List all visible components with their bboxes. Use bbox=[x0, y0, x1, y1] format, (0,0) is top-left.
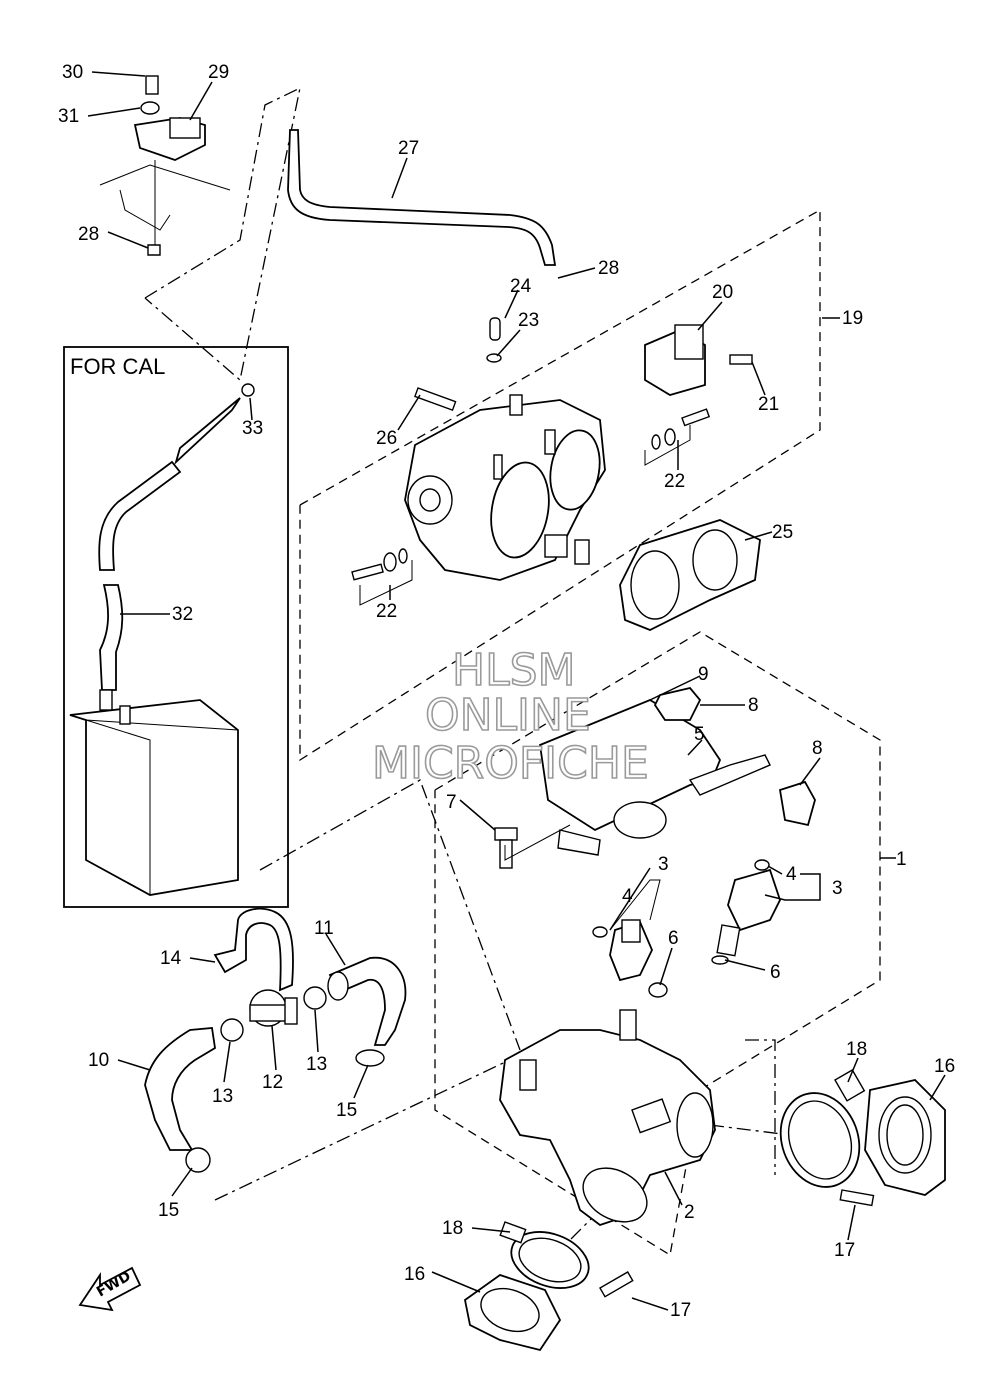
callout-28: 28 bbox=[78, 224, 99, 245]
callout-33: 33 bbox=[242, 418, 263, 439]
callout-22: 22 bbox=[376, 601, 397, 622]
callout-8: 8 bbox=[748, 695, 759, 716]
callout-11: 11 bbox=[314, 918, 334, 939]
elbow-hose-11 bbox=[327, 956, 407, 1046]
callout-31: 31 bbox=[58, 106, 79, 127]
callout-16: 16 bbox=[934, 1056, 955, 1077]
callout-14: 14 bbox=[160, 948, 182, 969]
callout-10: 10 bbox=[88, 1050, 109, 1071]
bolt-26 bbox=[414, 387, 457, 412]
intake-manifold bbox=[499, 1009, 716, 1227]
fuel-rail bbox=[494, 698, 771, 869]
sensor-20 bbox=[644, 324, 753, 396]
bolt-30 bbox=[145, 75, 159, 95]
callout-7: 7 bbox=[446, 792, 457, 813]
callout-30: 30 bbox=[62, 62, 83, 83]
callout-25: 25 bbox=[772, 522, 793, 543]
throttle-body bbox=[404, 394, 606, 581]
watermark: HLSM ONLINE MICROFICHE bbox=[371, 644, 649, 790]
callout-2: 2 bbox=[684, 1202, 695, 1223]
callout-3: 3 bbox=[658, 854, 669, 875]
callout-28: 28 bbox=[598, 258, 619, 279]
watermark-line-2: ONLINE bbox=[425, 690, 591, 741]
fwd-arrow: FWD bbox=[78, 1266, 142, 1312]
callout-6: 6 bbox=[770, 962, 781, 983]
callout-6: 6 bbox=[668, 928, 679, 949]
callout-8: 8 bbox=[812, 738, 823, 759]
for-cal-title: FOR CAL bbox=[70, 354, 165, 379]
callout-3: 3 bbox=[832, 878, 843, 899]
callout-9: 9 bbox=[698, 664, 709, 685]
callout-19: 19 bbox=[842, 308, 863, 329]
clamp-8-right bbox=[778, 780, 816, 827]
callout-17: 17 bbox=[670, 1300, 691, 1321]
callout-5: 5 bbox=[694, 724, 705, 745]
watermark-line-3: MICROFICHE bbox=[372, 738, 649, 789]
clamp-18-bottom bbox=[499, 1221, 590, 1289]
gasket-25 bbox=[619, 519, 761, 631]
callout-16: 16 bbox=[404, 1264, 425, 1285]
callout-15: 15 bbox=[336, 1100, 357, 1121]
callout-17: 17 bbox=[834, 1240, 855, 1261]
clips-13-15 bbox=[185, 986, 385, 1173]
callout-20: 20 bbox=[712, 282, 733, 303]
clamp-18-right bbox=[779, 1069, 866, 1188]
leader-lines bbox=[87, 71, 946, 1311]
callout-4: 4 bbox=[622, 886, 633, 907]
fitting-12 bbox=[249, 989, 298, 1027]
callout-32: 32 bbox=[172, 604, 193, 625]
clip-23 bbox=[486, 353, 502, 363]
callout-4: 4 bbox=[786, 864, 797, 885]
callout-18: 18 bbox=[846, 1039, 867, 1060]
canister-hose bbox=[98, 383, 255, 691]
flange-16-bottom bbox=[464, 1274, 562, 1352]
callout-13: 13 bbox=[212, 1086, 233, 1107]
callout-26: 26 bbox=[376, 428, 397, 449]
assembly-outlines bbox=[144, 86, 896, 1257]
bolt-17-right bbox=[839, 1189, 875, 1207]
clamp-8-upper bbox=[653, 686, 702, 721]
callout-13: 13 bbox=[306, 1054, 327, 1075]
screw-set-22 bbox=[351, 408, 711, 606]
watermark-line-1: HLSM bbox=[452, 645, 576, 696]
callout-12: 12 bbox=[262, 1072, 283, 1093]
hose-band-14 bbox=[213, 907, 294, 992]
charcoal-canister bbox=[69, 689, 239, 896]
callout-21: 21 bbox=[758, 394, 779, 415]
callout-numbers: 30 29 31 27 28 28 24 23 20 19 21 26 33 2… bbox=[58, 62, 955, 1321]
injector-right bbox=[711, 859, 781, 965]
for-cal-box: FOR CAL bbox=[63, 346, 289, 908]
callout-15: 15 bbox=[158, 1200, 179, 1221]
hose-27 bbox=[287, 129, 557, 266]
flange-16-right bbox=[864, 1079, 946, 1196]
hose-10 bbox=[144, 1027, 216, 1151]
callout-22: 22 bbox=[664, 471, 685, 492]
injector-left bbox=[592, 919, 668, 998]
callout-29: 29 bbox=[208, 62, 229, 83]
callout-24: 24 bbox=[510, 276, 532, 297]
callout-27: 27 bbox=[398, 138, 419, 159]
throttle-sensor-connector bbox=[574, 539, 590, 565]
bolt-17-bottom bbox=[599, 1271, 634, 1298]
pressure-sensor-group bbox=[99, 75, 231, 256]
nozzle-24 bbox=[489, 317, 501, 341]
callout-23: 23 bbox=[518, 310, 539, 331]
callout-18: 18 bbox=[442, 1218, 463, 1239]
callout-1: 1 bbox=[896, 849, 907, 870]
